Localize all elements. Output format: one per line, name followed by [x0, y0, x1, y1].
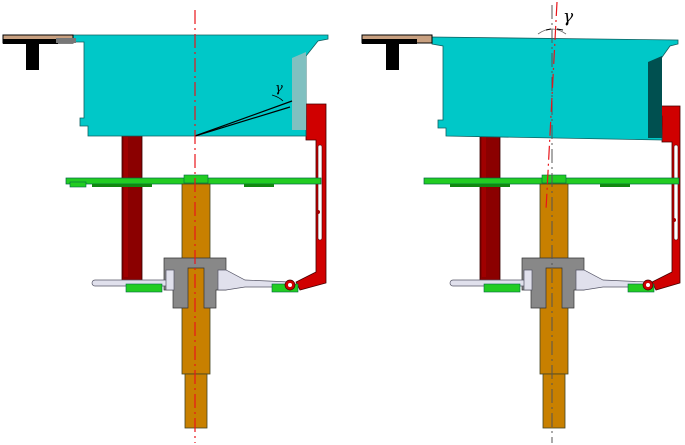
right-gamma-annotation: γ: [537, 7, 574, 35]
right-panel: γ: [361, 1, 681, 443]
right-post: [479, 134, 501, 284]
right-tray: [431, 36, 679, 141]
right-handle: [361, 34, 433, 70]
right-tilted-axis: [545, 1, 558, 211]
left-handle: [2, 34, 76, 70]
right-angle-label: γ: [563, 7, 574, 27]
left-gamma-lines: γ: [194, 81, 293, 137]
right-arm: [449, 269, 655, 293]
left-panel: γ: [2, 10, 329, 443]
left-angle-label: γ: [275, 81, 283, 96]
left-arm: [91, 269, 299, 293]
left-post: [121, 134, 143, 284]
